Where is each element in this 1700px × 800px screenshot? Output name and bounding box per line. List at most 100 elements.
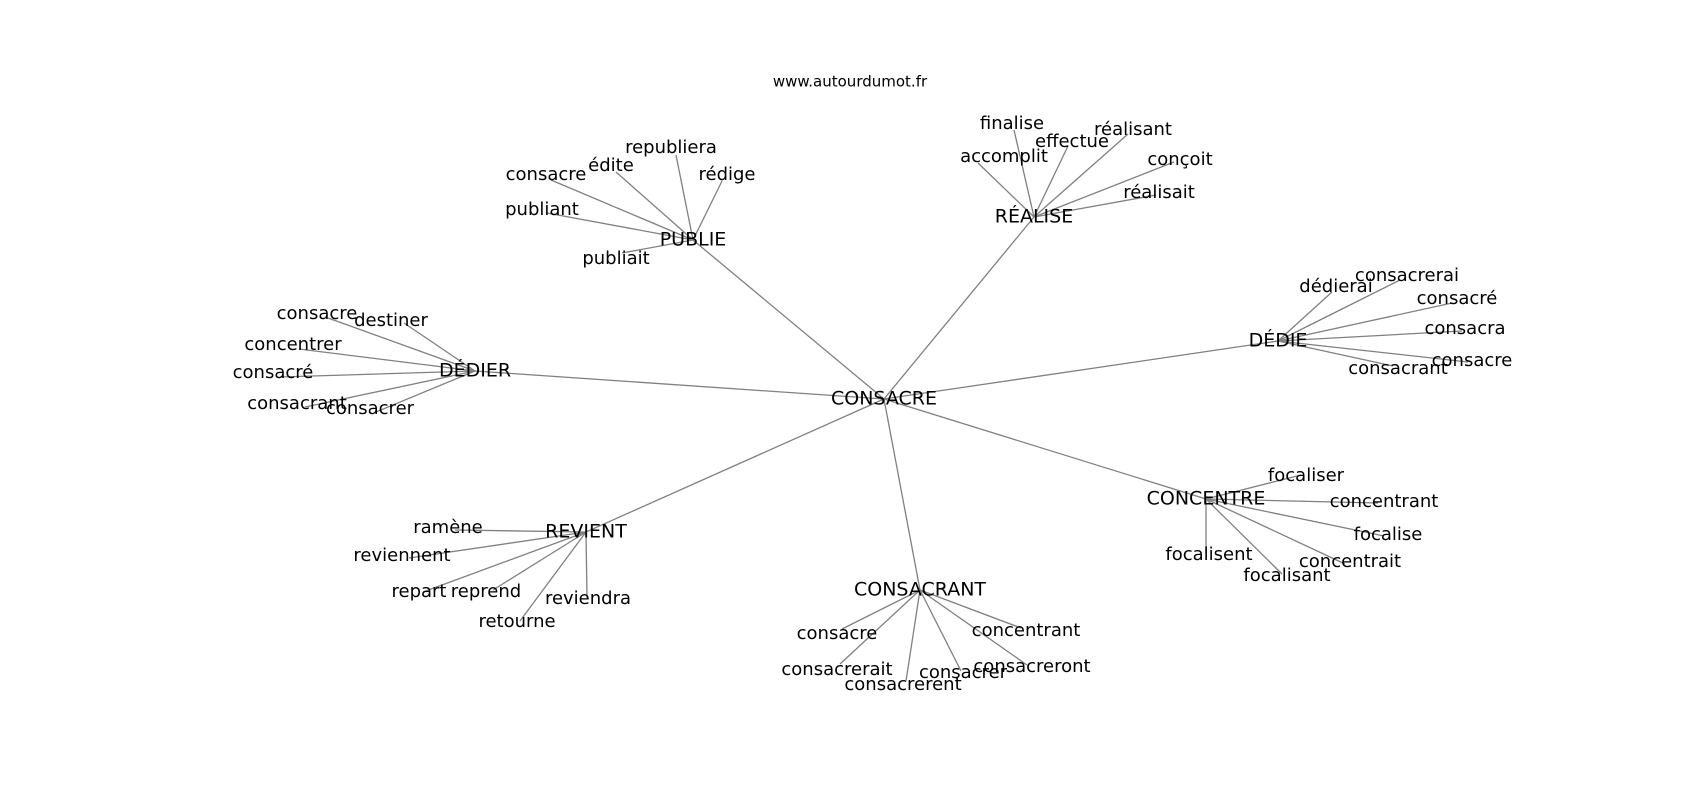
leaf-word[interactable]: ramène	[413, 517, 483, 538]
leaf-word[interactable]: concentrant	[1330, 491, 1439, 512]
leaf-word[interactable]: retourne	[478, 611, 555, 632]
hub-word[interactable]: CONCENTRE	[1147, 488, 1266, 510]
edge-leaf-6-0	[841, 589, 921, 630]
edge-leaf-6-5	[905, 589, 921, 682]
center-word[interactable]: CONSACRE	[831, 388, 937, 410]
edge-center-2	[474, 370, 885, 400]
hub-word[interactable]: REVIENT	[545, 521, 627, 543]
edge-center-0	[692, 239, 885, 400]
leaf-word[interactable]: consacrant	[1348, 358, 1448, 379]
edge-center-6	[883, 398, 921, 591]
edge-center-3	[883, 340, 1279, 400]
leaf-word[interactable]: consacrerent	[844, 674, 961, 695]
edge-leaf-6-1	[919, 589, 1022, 629]
leaf-word[interactable]: publiant	[505, 199, 579, 220]
hub-word[interactable]: PUBLIE	[660, 229, 727, 251]
edge-leaf-2-0	[327, 317, 476, 372]
edge-leaf-2-2	[298, 348, 476, 372]
edge-center-1	[883, 216, 1035, 400]
edge-center-5	[883, 398, 1207, 500]
leaf-word[interactable]: focalisant	[1243, 565, 1330, 586]
leaf-word[interactable]: focaliser	[1268, 465, 1345, 486]
edge-leaf-1-1	[1033, 145, 1069, 218]
edge-leaf-6-4	[919, 589, 1028, 666]
hub-word[interactable]: CONSACRANT	[854, 579, 986, 601]
edge-leaf-4-0	[454, 529, 587, 533]
edge-leaf-0-0	[675, 154, 694, 241]
leaf-word[interactable]: consacre	[797, 623, 878, 644]
leaf-word[interactable]: consacré	[1417, 288, 1498, 309]
leaf-word[interactable]: réalisant	[1094, 119, 1172, 140]
edge-leaf-4-5	[519, 531, 587, 622]
edge-leaf-3-0	[1277, 279, 1401, 342]
edges-layer	[279, 129, 1469, 682]
edge-leaf-0-3	[692, 180, 723, 241]
edge-leaf-5-4	[1205, 498, 1346, 565]
edge-leaf-3-2	[1277, 302, 1453, 342]
edge-leaf-3-3	[1277, 330, 1463, 342]
leaf-word[interactable]: concentrant	[972, 620, 1081, 641]
edge-leaf-6-3	[919, 589, 962, 672]
leaf-word[interactable]: destiner	[354, 310, 428, 331]
edge-leaf-0-1	[615, 171, 694, 241]
leaf-word[interactable]: édite	[588, 155, 634, 176]
leaf-word[interactable]: reviendra	[545, 588, 631, 609]
leaf-word[interactable]: consacrer	[326, 398, 415, 419]
leaf-word[interactable]: focalisent	[1165, 544, 1252, 565]
leaf-word[interactable]: finalise	[980, 113, 1044, 134]
edge-leaf-4-3	[492, 531, 587, 591]
leaf-word[interactable]: dédierai	[1299, 276, 1372, 297]
leaf-word[interactable]: consacrer	[919, 662, 1008, 683]
leaf-word[interactable]: publiait	[582, 248, 649, 269]
leaf-word[interactable]: consacré	[233, 362, 314, 383]
leaf-word[interactable]: reprend	[451, 581, 521, 602]
edge-leaf-3-5	[1277, 340, 1394, 367]
edge-leaf-1-4	[1033, 161, 1175, 218]
leaf-word[interactable]: consacreront	[973, 656, 1090, 677]
edge-leaf-1-0	[1013, 129, 1035, 218]
leaf-word[interactable]: focalise	[1354, 524, 1423, 545]
edge-leaf-1-3	[977, 162, 1035, 218]
edge-leaf-5-1	[1205, 498, 1379, 504]
edge-leaf-1-2	[1033, 133, 1129, 218]
leaf-word[interactable]: effectue	[1035, 131, 1109, 152]
edge-leaf-5-5	[1205, 498, 1283, 575]
edge-leaf-3-4	[1277, 340, 1469, 363]
leaf-word[interactable]: conçoit	[1147, 149, 1212, 170]
edge-leaf-3-1	[1277, 291, 1333, 342]
leaf-word[interactable]: republiera	[625, 137, 717, 158]
edge-leaf-4-2	[422, 531, 587, 593]
edge-leaf-4-4	[585, 531, 588, 599]
edge-leaf-0-2	[550, 179, 694, 241]
edge-leaf-2-4	[304, 370, 476, 408]
leaf-word[interactable]: rédige	[698, 164, 755, 185]
site-label: www.autourdumot.fr	[773, 73, 928, 91]
leaf-word[interactable]: réalisait	[1123, 182, 1195, 203]
leaf-word[interactable]: repart	[392, 581, 447, 602]
edge-leaf-0-4	[546, 212, 694, 241]
edge-leaf-0-5	[621, 239, 694, 254]
edge-leaf-5-2	[1205, 498, 1385, 537]
leaf-word[interactable]: accomplit	[960, 146, 1048, 167]
leaf-word[interactable]: consacre	[506, 164, 587, 185]
leaf-word[interactable]: concentrait	[1299, 551, 1401, 572]
leaf-word[interactable]: consacra	[1424, 318, 1505, 339]
edge-leaf-6-2	[839, 589, 921, 665]
hub-word[interactable]: DÉDIE	[1249, 329, 1308, 352]
edge-leaf-2-1	[403, 322, 476, 372]
leaf-word[interactable]: reviennent	[353, 545, 450, 566]
edge-leaf-2-3	[279, 370, 476, 378]
leaf-word[interactable]: consacre	[277, 303, 358, 324]
leaf-word[interactable]: consacrerai	[1355, 265, 1459, 286]
leaf-word[interactable]: consacrant	[247, 393, 347, 414]
leaf-word[interactable]: consacrerait	[781, 659, 892, 680]
hub-word[interactable]: DÉDIER	[439, 359, 511, 382]
hub-word[interactable]: RÉALISE	[995, 205, 1073, 228]
edge-leaf-5-0	[1205, 474, 1302, 500]
edge-leaf-4-1	[408, 531, 587, 559]
leaf-word[interactable]: consacre	[1432, 350, 1513, 371]
edge-leaf-2-5	[375, 370, 476, 413]
leaf-word[interactable]: concentrer	[244, 334, 342, 355]
